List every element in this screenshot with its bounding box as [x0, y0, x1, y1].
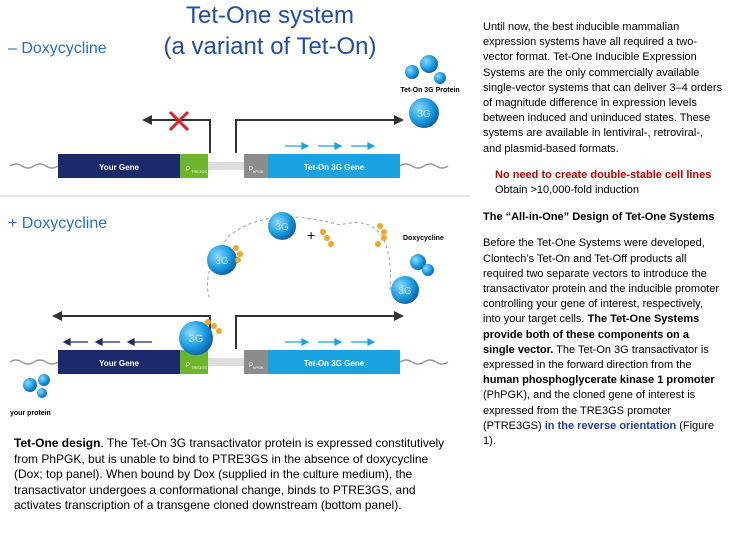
- body-part-f: in the reverse orientation: [544, 419, 677, 432]
- spacer-top: [208, 162, 244, 170]
- tet-on-gene-block-bottom: [268, 350, 400, 374]
- protein-ball-1: [405, 65, 419, 79]
- dox-bound: [205, 319, 222, 334]
- your-protein-ball-3: [37, 388, 47, 398]
- intro-paragraph: Until now, the best inducible mammalian …: [483, 21, 723, 155]
- plus-dox-label: + Doxycycline: [8, 215, 108, 232]
- dna-strand-right-bottom: [399, 359, 449, 365]
- tet-one-diagram: Your Gene P TRE3GS P hPGK Tet-On 3G Gene…: [0, 55, 470, 417]
- forward-transcription-arrow: [235, 119, 395, 153]
- protein-ball-right-a: [410, 254, 426, 270]
- tet-on-gene-label-top: Tet-On 3G Gene: [304, 163, 365, 172]
- plus-sign: +: [307, 227, 315, 243]
- cycle-path: [207, 216, 391, 301]
- caption-text: . The Tet-On 3G transactivator protein i…: [14, 436, 445, 512]
- body-part-e: (PhPGK), and the cloned gene of interest…: [483, 389, 696, 432]
- section-heading: The “All-in-One” Design of Tet-One Syste…: [483, 211, 715, 224]
- body-paragraph: Before the Tet-One Systems were develope…: [483, 236, 723, 449]
- tet-on-protein-label: Tet-On 3G Protein: [400, 87, 459, 94]
- your-gene-block-top: [58, 154, 180, 178]
- highlight-red: No need to create double-stable cell lin…: [495, 168, 712, 181]
- highlights: No need to create double-stable cell lin…: [483, 168, 723, 198]
- expression-arrows-top: [285, 142, 376, 150]
- your-gene-label-top: Your Gene: [99, 163, 139, 172]
- your-protein-ball-1: [23, 378, 37, 392]
- reverse-arrow-head: [52, 311, 62, 321]
- expression-arrows-bottom: [285, 338, 376, 346]
- blocked-arrow-head: [142, 115, 152, 125]
- forward-arrow-head: [394, 115, 404, 125]
- red-x-icon: [168, 110, 190, 132]
- phpgk-block-top: [244, 154, 268, 178]
- body-part-d: human phosphoglycerate kinase 1 promoter: [483, 374, 715, 387]
- body-part-g: (Figure 1).: [483, 419, 715, 448]
- protein-ball-3: [434, 72, 446, 84]
- body-part-b: The Tet-One Systems provide both of thes…: [483, 313, 700, 356]
- tet-on-with-dox: [207, 245, 237, 275]
- protein-ball-right-main: [391, 276, 419, 304]
- phpgk-label-top: P: [249, 167, 253, 173]
- body-part-a: Before the Tet-One Systems were develope…: [483, 237, 720, 326]
- tet-on-gene-block-top: [268, 154, 400, 178]
- title-line-2: (a variant of Tet-On): [163, 33, 377, 60]
- your-gene-label-bottom: Your Gene: [99, 359, 139, 368]
- your-gene-block-bottom: [58, 350, 180, 374]
- three-g-label-mid: 3G: [215, 256, 229, 267]
- protein-ball-right-b: [422, 264, 434, 276]
- blocked-transcription-arrow: [150, 119, 211, 153]
- dna-strand-left-top: [9, 163, 59, 169]
- ptre3gs-label-top: P: [186, 167, 190, 173]
- doxycycline-label: Doxycycline: [403, 235, 444, 242]
- phpgk-label-bottom: P: [249, 363, 253, 369]
- figure-caption: Tet-One design. The Tet-On 3G transactiv…: [14, 436, 459, 514]
- expression-arrows-reverse: [62, 338, 152, 346]
- dox-mid: [233, 245, 243, 263]
- three-g-label-bound: 3G: [189, 333, 204, 345]
- description-panel: Until now, the best inducible mammalian …: [483, 20, 723, 460]
- ptre3gs-sub-bottom: TRE3GS: [191, 365, 207, 370]
- caption-bold: Tet-One design: [14, 436, 101, 450]
- ptre3gs-sub-top: TRE3GS: [191, 169, 207, 174]
- your-protein-label: your protein: [10, 410, 51, 417]
- body-part-c: The Tet-On 3G transactivator is expresse…: [483, 343, 709, 372]
- highlight-black: Obtain >10,000-fold induction: [495, 184, 640, 197]
- protein-ball-main: [409, 98, 439, 128]
- title-line-1: Tet-One system: [185, 2, 355, 29]
- minus-dox-label: – Doxycycline: [8, 40, 107, 57]
- three-g-label-top: 3G: [417, 109, 431, 120]
- tet-on-free: [268, 212, 296, 240]
- your-protein-ball-2: [38, 374, 50, 386]
- three-g-label-right: 3G: [398, 286, 412, 297]
- tet-on-gene-label-bottom: Tet-On 3G Gene: [304, 359, 365, 368]
- doxycycline-icon: [320, 223, 387, 247]
- protein-ball-2: [420, 55, 438, 73]
- diagram-title: Tet-One system (a variant of Tet-On): [120, 0, 420, 62]
- forward-arrow-head-bottom: [394, 311, 404, 321]
- phpgk-block-bottom: [244, 350, 268, 374]
- spacer-bottom: [208, 358, 244, 366]
- dna-strand-left-bottom: [9, 359, 59, 365]
- phpgk-sub-top: hPGK: [253, 169, 264, 174]
- phpgk-sub-bottom: hPGK: [253, 365, 264, 370]
- ptre3gs-block-top: [180, 154, 208, 178]
- ptre3gs-label-bottom: P: [186, 363, 190, 369]
- forward-transcription-arrow-bottom: [235, 315, 395, 349]
- three-g-label-free: 3G: [275, 222, 289, 233]
- dna-strand-right-top: [399, 163, 449, 169]
- bound-transactivator: [179, 321, 213, 355]
